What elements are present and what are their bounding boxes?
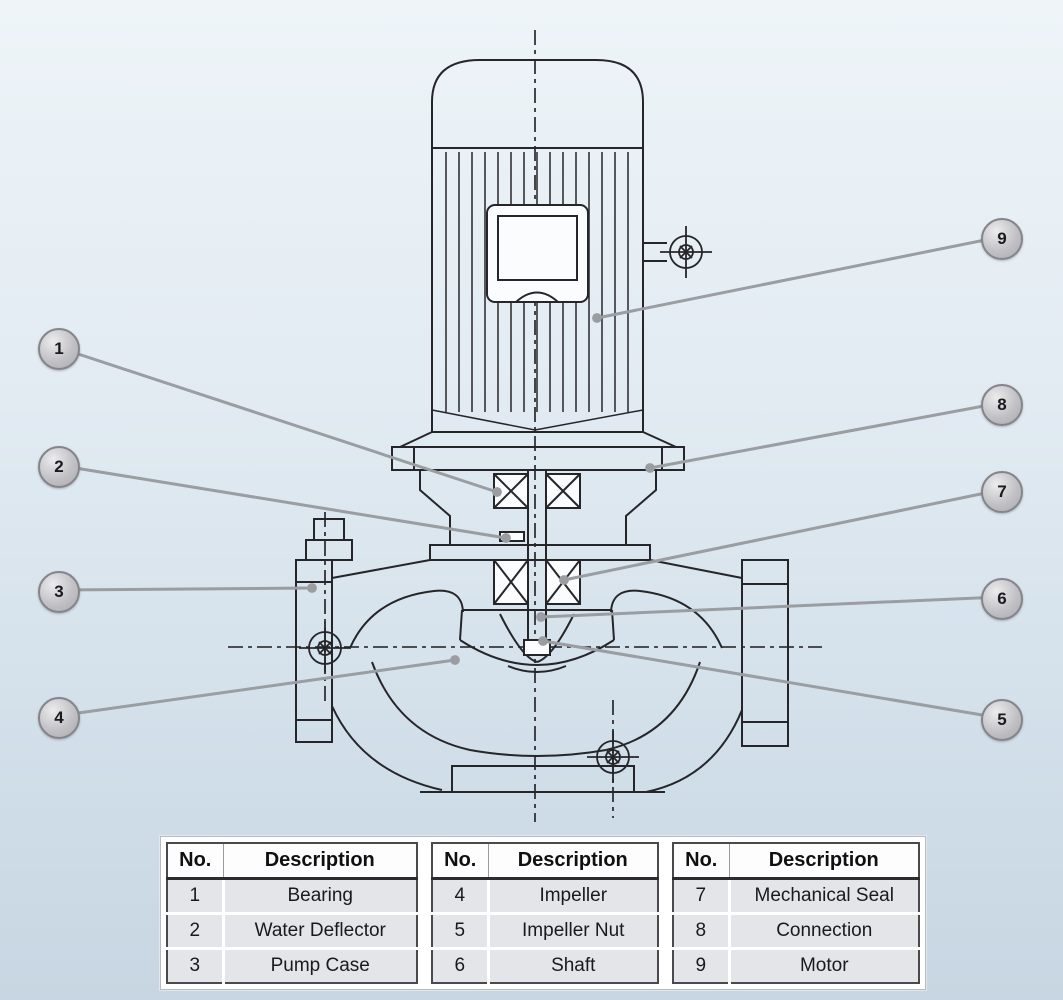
part-number-cell: 6 — [432, 947, 488, 983]
callout-5: 5 — [981, 699, 1023, 741]
table-row: 4 Impeller — [432, 877, 658, 914]
lantern-bracket — [419, 470, 657, 546]
table-row: 6 Shaft — [432, 947, 658, 983]
part-number-cell: 5 — [432, 912, 488, 949]
callout-3: 3 — [38, 571, 80, 613]
column-header-no: No. — [673, 843, 729, 880]
part-description-cell: Impeller — [486, 877, 658, 914]
callout-6: 6 — [981, 578, 1023, 620]
column-header-description: Description — [728, 843, 919, 880]
table-header-row: No. Description — [167, 843, 417, 880]
column-header-description: Description — [222, 843, 417, 880]
part-number-cell: 4 — [432, 877, 488, 914]
part-description-cell: Motor — [727, 947, 919, 983]
callout-9-number: 9 — [997, 229, 1007, 248]
bottom-plug-crosshair-icon — [586, 730, 640, 784]
callout-7: 7 — [981, 471, 1023, 513]
column-header-no: No. — [432, 843, 488, 880]
part-description-cell: Bearing — [221, 877, 417, 914]
part-number-cell: 2 — [167, 912, 223, 949]
table-row: 5 Impeller Nut — [432, 912, 658, 949]
table-row: 1 Bearing — [167, 877, 417, 914]
connection-flange — [391, 431, 685, 471]
callout-2-number: 2 — [54, 457, 64, 476]
callout-7-number: 7 — [997, 482, 1007, 501]
part-number-cell: 7 — [673, 877, 729, 914]
parts-table-group-1: No. Description 1 Bearing 2 Water Deflec… — [166, 842, 418, 984]
pump-case — [295, 518, 789, 793]
fitting-crosshair-icon — [659, 225, 713, 279]
part-number-cell: 8 — [673, 912, 729, 949]
table-row: 7 Mechanical Seal — [673, 877, 919, 914]
table-row: 2 Water Deflector — [167, 912, 417, 949]
callout-3-number: 3 — [54, 582, 64, 601]
leader-lines — [55, 235, 1002, 720]
part-description-cell: Connection — [727, 912, 919, 949]
left-plug-crosshair-icon — [298, 621, 352, 675]
callout-1: 1 — [38, 328, 80, 370]
part-description-cell: Mechanical Seal — [727, 877, 919, 914]
callout-8: 8 — [981, 384, 1023, 426]
motor-body — [431, 59, 644, 433]
part-description-cell: Pump Case — [221, 947, 417, 983]
callout-4-number: 4 — [54, 708, 64, 727]
parts-table: No. Description 1 Bearing 2 Water Deflec… — [160, 836, 926, 990]
table-row: 9 Motor — [673, 947, 919, 983]
column-header-description: Description — [487, 843, 658, 880]
parts-table-group-3: No. Description 7 Mechanical Seal 8 Conn… — [672, 842, 920, 984]
table-header-row: No. Description — [432, 843, 658, 880]
table-row: 8 Connection — [673, 912, 919, 949]
column-header-no: No. — [167, 843, 223, 880]
part-number-cell: 9 — [673, 947, 729, 983]
parts-table-group-2: No. Description 4 Impeller 5 Impeller Nu… — [431, 842, 659, 984]
callout-1-number: 1 — [54, 339, 64, 358]
bearing — [493, 473, 581, 509]
callout-2: 2 — [38, 446, 80, 488]
callout-8-number: 8 — [997, 395, 1007, 414]
part-description-cell: Shaft — [486, 947, 658, 983]
part-description-cell: Water Deflector — [221, 912, 417, 949]
callout-4: 4 — [38, 697, 80, 739]
table-row: 3 Pump Case — [167, 947, 417, 983]
motor-side-fitting — [643, 242, 667, 262]
impeller — [459, 609, 615, 673]
part-number-cell: 3 — [167, 947, 223, 983]
part-description-cell: Impeller Nut — [486, 912, 658, 949]
part-number-cell: 1 — [167, 877, 223, 914]
callout-9: 9 — [981, 218, 1023, 260]
table-header-row: No. Description — [673, 843, 919, 880]
motor-terminal-box — [486, 204, 589, 303]
callout-5-number: 5 — [997, 710, 1007, 729]
callout-6-number: 6 — [997, 589, 1007, 608]
